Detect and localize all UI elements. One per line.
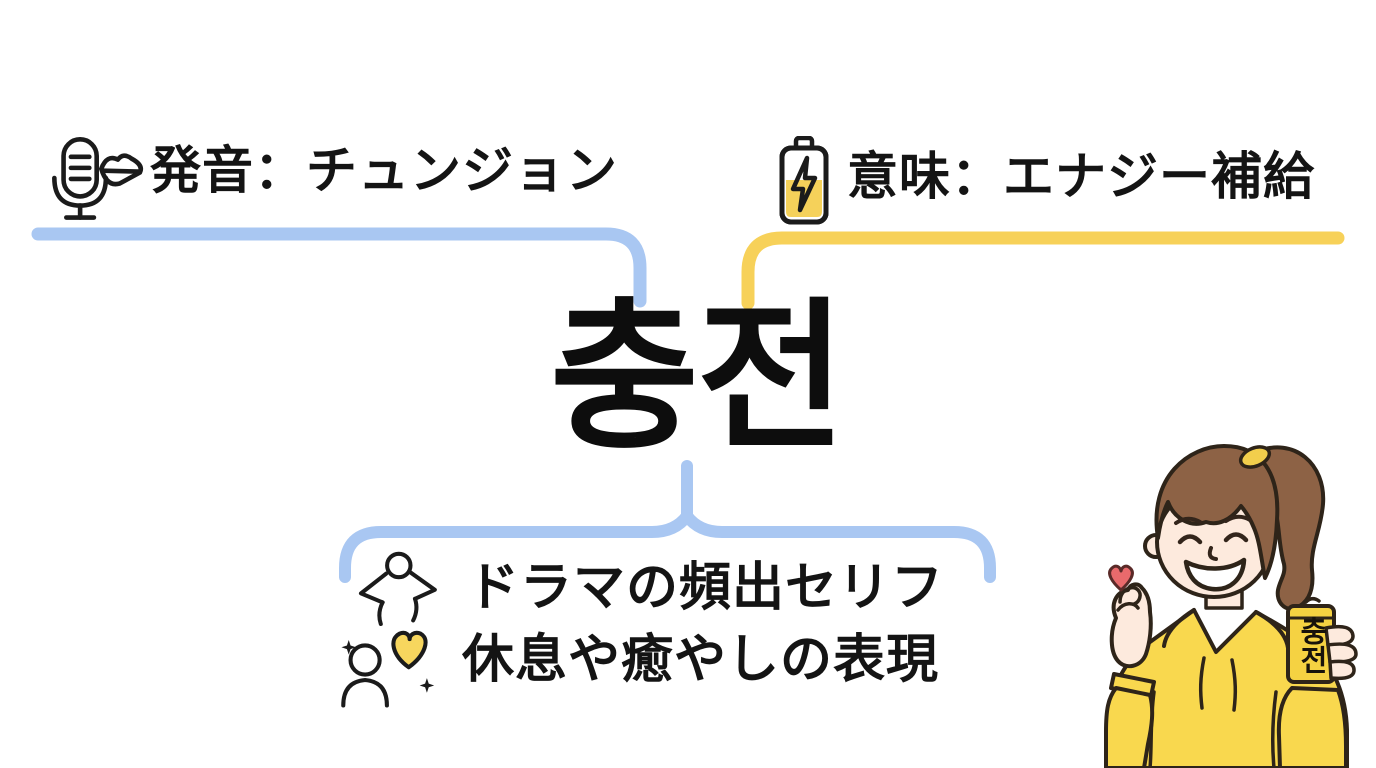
- eye-left-closed: [1177, 534, 1203, 545]
- person-relaxing-icon: [358, 551, 437, 626]
- right-sleeve: [1276, 686, 1348, 768]
- finger: [1328, 659, 1356, 681]
- red-heart: [1108, 564, 1134, 592]
- yellow-heart: [391, 630, 428, 670]
- finger: [1326, 642, 1358, 664]
- eye-right-closed: [1223, 532, 1249, 543]
- smiling-mouth: [1183, 557, 1247, 592]
- pronunciation-label: 発音：チュンジョン: [150, 142, 619, 199]
- sparkle: [419, 678, 435, 693]
- hood-fold-left: [1162, 608, 1196, 648]
- drawstring-right: [1230, 658, 1238, 712]
- person-with-heart-icon: [341, 630, 435, 708]
- woman-finger-heart-illustration: [1104, 444, 1358, 768]
- arm-fold-right: [1270, 690, 1278, 768]
- can-label: 충전: [1295, 616, 1327, 674]
- index-finger: [1118, 585, 1142, 606]
- usage-line-1: ドラマの頻出セリフ: [467, 559, 945, 617]
- eyebrow-right: [1224, 514, 1252, 523]
- drawstring-left: [1198, 656, 1206, 710]
- usage-line-2: 休息や癒やしの表現: [462, 631, 940, 689]
- microphone-lips-icon: [52, 137, 144, 220]
- thumb: [1116, 602, 1140, 612]
- hair-scrunchie: [1238, 445, 1272, 469]
- eyebrow-left: [1174, 516, 1202, 525]
- can-tab: [1304, 597, 1321, 604]
- sparkle: [341, 640, 356, 655]
- finger-heart-hand: [1109, 582, 1153, 669]
- left-sleeve: [1104, 686, 1155, 768]
- lightning-bolt: [790, 155, 818, 213]
- meaning-label: 意味：エナジー補給: [847, 148, 1316, 205]
- battery-charging-icon: [779, 136, 829, 225]
- main-word: 충전: [549, 287, 846, 468]
- nose: [1207, 546, 1218, 561]
